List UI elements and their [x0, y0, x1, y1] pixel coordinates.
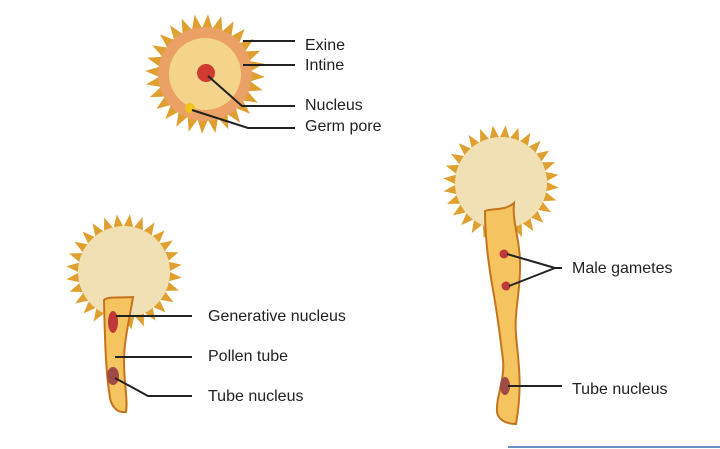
tube-nucleus-label: Tube nucleus — [208, 388, 303, 405]
intine-label: Intine — [305, 57, 344, 74]
tube-nucleus-label-2: Tube nucleus — [572, 381, 667, 398]
mature-pollen — [443, 125, 559, 426]
tube-nucleus-leader — [114, 377, 192, 397]
generative-nucleus-label: Generative nucleus — [208, 308, 346, 325]
pollen-grain-body — [78, 226, 170, 318]
male-gametes-label: Male gametes — [572, 260, 673, 277]
tube-nucleus — [500, 377, 510, 395]
pollen-grain-body — [455, 137, 547, 229]
pollen-tube-label: Pollen tube — [208, 348, 288, 365]
pollen-tube — [483, 200, 522, 426]
pollen-tube — [102, 295, 135, 414]
germ-pore-leader — [191, 109, 295, 129]
pollen-grain-section — [145, 14, 265, 134]
germinating-pollen — [66, 214, 182, 414]
generative-nucleus — [108, 311, 118, 333]
nucleus-label: Nucleus — [305, 97, 363, 114]
mature-leaders — [506, 253, 562, 387]
section-leaders — [191, 40, 295, 129]
germ-pore-label: Germ pore — [305, 118, 382, 135]
tube-nucleus — [107, 367, 119, 385]
exine-label: Exine — [305, 37, 345, 54]
male-gamete-2 — [501, 281, 511, 291]
nucleus-leader — [207, 75, 295, 107]
germinating-leaders — [114, 315, 192, 397]
male-gamete-1 — [499, 249, 509, 259]
male-gamete-leader-2 — [508, 267, 556, 287]
